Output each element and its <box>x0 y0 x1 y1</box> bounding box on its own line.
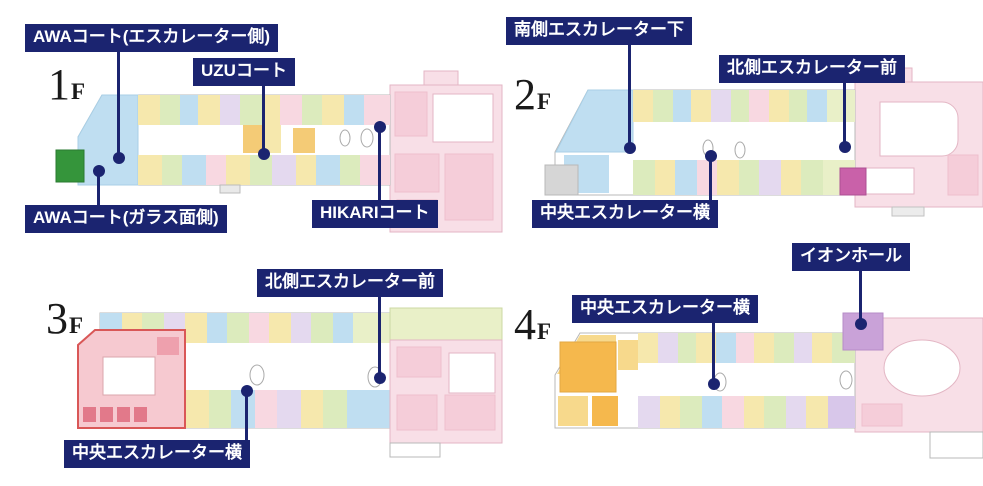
floor-2f-map <box>544 67 983 217</box>
connector-line-north-escalator-3f <box>378 296 381 378</box>
label-hikari-court: HIKARIコート <box>312 200 438 228</box>
location-dot-central-escalator-2f <box>705 150 717 162</box>
label-south-escalator-below: 南側エスカレーター下 <box>506 17 692 45</box>
label-central-escalator-side-3f: 中央エスカレーター横 <box>64 440 250 468</box>
label-central-escalator-side-2f: 中央エスカレーター横 <box>532 200 718 228</box>
floor-3f-digit: 3 <box>46 294 69 343</box>
connector-line-awa-glass <box>97 171 100 205</box>
floor-2f-digit: 2 <box>514 70 537 119</box>
floor-4f-digit: 4 <box>514 300 537 349</box>
connector-line-awa-escalator <box>117 51 120 158</box>
connector-line-hikari <box>378 127 381 200</box>
label-uzu-court: UZUコート <box>193 58 295 86</box>
connector-line-central-escalator-2f <box>709 156 712 200</box>
location-dot-hikari <box>374 121 386 133</box>
label-awa-court-glass-side: AWAコート(ガラス面側) <box>25 205 227 233</box>
floor-1f-suffix: F <box>71 79 87 104</box>
floor-3f-suffix: F <box>69 313 85 338</box>
label-north-escalator-front-3f: 北側エスカレーター前 <box>257 269 443 297</box>
label-north-escalator-front-2f: 北側エスカレーター前 <box>719 55 905 83</box>
location-dot-uzu <box>258 148 270 160</box>
label-awa-court-escalator-side: AWAコート(エスカレーター側) <box>25 24 279 52</box>
location-dot-north-escalator-2f <box>839 141 851 153</box>
connector-line-north-escalator-2f <box>843 81 846 147</box>
connector-line-central-escalator-4f <box>712 322 715 384</box>
floor-1f-digit: 1 <box>48 60 71 109</box>
floor-4f-map <box>554 312 983 459</box>
floor-2f-suffix: F <box>537 89 553 114</box>
location-dot-awa-glass <box>93 165 105 177</box>
connector-line-south-escalator <box>628 44 631 148</box>
location-dot-awa-escalator <box>113 152 125 164</box>
location-dot-south-escalator <box>624 142 636 154</box>
floor-4f-suffix: F <box>537 319 553 344</box>
floor-3f-map <box>77 307 503 458</box>
connector-line-uzu <box>262 84 265 154</box>
location-dot-central-escalator-3f <box>241 385 253 397</box>
location-dot-central-escalator-4f <box>708 378 720 390</box>
connector-line-ion-hall <box>859 270 862 324</box>
location-dot-ion-hall <box>855 318 867 330</box>
label-ion-hall: イオンホール <box>792 243 910 271</box>
label-central-escalator-side-4f: 中央エスカレーター横 <box>572 295 758 323</box>
connector-line-central-escalator-3f <box>245 391 248 440</box>
floor-1f-map <box>55 70 503 233</box>
location-dot-north-escalator-3f <box>374 372 386 384</box>
